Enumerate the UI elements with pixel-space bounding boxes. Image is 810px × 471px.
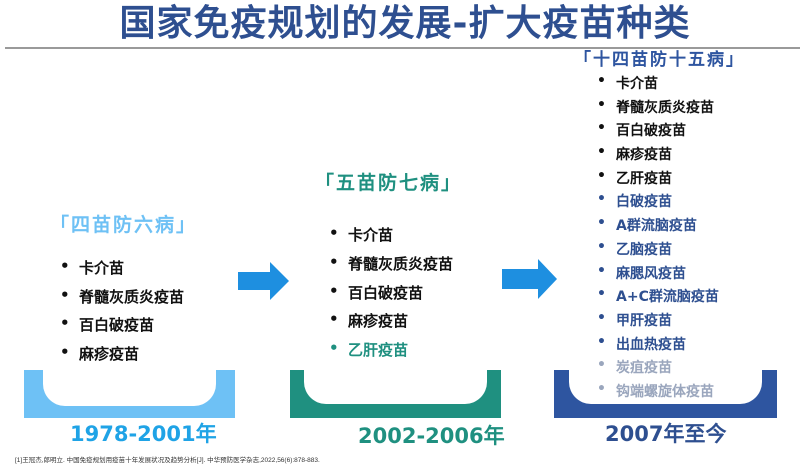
period-label: 2007年至今 — [605, 422, 727, 446]
bullet-icon: • — [597, 144, 606, 161]
timeline-bracket — [24, 370, 235, 418]
period-label: 2002-2006年 — [358, 424, 505, 448]
bullet-icon: • — [597, 96, 606, 113]
bullet-icon: • — [60, 285, 70, 304]
bullet-icon: • — [597, 73, 606, 89]
stage-header: 「五苗防七病」 — [315, 172, 463, 194]
arrow-right-icon — [238, 262, 289, 300]
bullet-icon: • — [60, 342, 70, 361]
bullet-icon: • — [597, 380, 606, 397]
bullet-icon: • — [597, 191, 606, 208]
period-label: 1978-2001年 — [70, 422, 217, 446]
bullet-icon: • — [597, 120, 606, 137]
bullet-icon: • — [329, 224, 339, 242]
bullet-icon: • — [597, 167, 606, 184]
bullet-icon: • — [329, 310, 339, 329]
bullet-icon: • — [597, 286, 606, 303]
bullet-icon: • — [60, 314, 70, 332]
bullet-icon: • — [329, 339, 339, 358]
bullet-icon: • — [597, 262, 606, 279]
bullet-icon: • — [329, 281, 339, 300]
title-divider — [5, 47, 800, 49]
bullet-icon: • — [597, 333, 606, 350]
arrow-right-icon — [502, 259, 557, 299]
reference-citation: [1]王冠杰,郎明立. 中国免疫规划用疫苗十年发展状况及趋势分析[J]. 中华预… — [15, 457, 320, 464]
bullet-icon: • — [597, 309, 606, 326]
bullet-icon: • — [60, 257, 70, 275]
bullet-icon: • — [597, 238, 606, 255]
bullet-icon: • — [329, 252, 339, 271]
stage-header: 「四苗防六病」 — [50, 214, 198, 236]
bullet-icon: • — [597, 215, 606, 232]
timeline-bracket — [554, 370, 777, 418]
stage-header: 「十四苗防十五病」 — [574, 50, 745, 70]
bullet-icon: • — [597, 357, 606, 374]
page-title: 国家免疫规划的发展-扩大疫苗种类 — [119, 3, 691, 44]
timeline-bracket — [290, 370, 501, 418]
